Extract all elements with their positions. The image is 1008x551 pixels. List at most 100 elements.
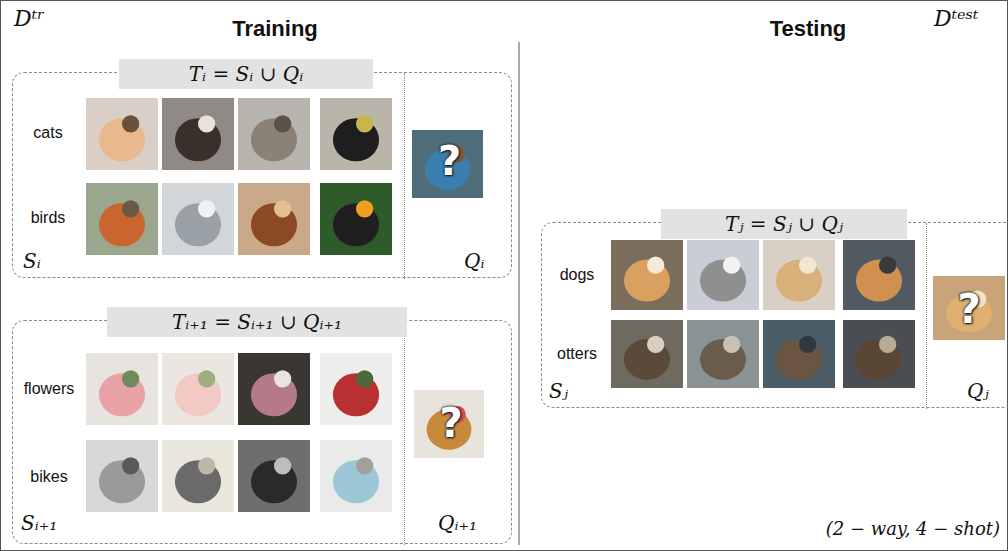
task-band: Tᵢ₊₁ = Sᵢ₊₁ ∪ Qᵢ₊₁ xyxy=(107,307,407,337)
photo-thumbnail xyxy=(238,440,310,512)
query-mark: ? xyxy=(414,137,485,185)
photo-ground xyxy=(933,276,1005,340)
photo-thumbnail xyxy=(763,240,835,310)
photo-detail xyxy=(799,257,816,274)
photo-detail xyxy=(647,257,664,274)
class-label: flowers xyxy=(15,379,83,398)
class-label: dogs xyxy=(547,265,607,284)
photo-thumbnail xyxy=(86,353,158,425)
photo-detail xyxy=(198,200,215,217)
photo-ground xyxy=(238,98,310,170)
photo-detail xyxy=(274,457,291,474)
class-label: cats xyxy=(15,123,81,142)
photo-detail xyxy=(356,370,373,387)
dataset-label: Dᵗʳ xyxy=(14,6,84,32)
photo-detail xyxy=(723,336,740,353)
photo-ground xyxy=(238,183,310,255)
class-label: otters xyxy=(547,344,607,363)
photo-detail xyxy=(122,200,139,217)
panel: ? Qⱼ Tⱼ = Sⱼ ∪ Qⱼ dogs ottersSⱼ Testing Dᵗᵉˢᵗ (… xyxy=(519,0,1008,551)
set-label: Sⱼ xyxy=(549,379,589,403)
query-region: ?Qᵢ₊₁ xyxy=(404,321,508,545)
photo-detail xyxy=(274,200,291,217)
dataset-label: Dᵗᵉˢᵗ xyxy=(934,6,1004,32)
photo-detail xyxy=(356,200,373,217)
photo-ground xyxy=(320,353,392,425)
photo-detail xyxy=(198,370,215,387)
photo-detail xyxy=(879,257,896,274)
task-band: Tⱼ = Sⱼ ∪ Qⱼ xyxy=(661,209,907,239)
photo-ground xyxy=(320,183,392,255)
panel: ? Qᵢ Tᵢ = Sᵢ ∪ Qᵢ cats birdsSᵢ ?Qᵢ₊₁Tᵢ₊₁ = Sᵢ… xyxy=(0,0,519,551)
photo-thumbnail xyxy=(320,183,392,255)
photo-group xyxy=(86,98,1005,512)
class-label: bikes xyxy=(15,467,83,486)
photo-detail xyxy=(122,370,139,387)
set-label: Qᵢ xyxy=(464,249,504,273)
photo-ground xyxy=(86,353,158,425)
photo-detail xyxy=(879,336,896,353)
photo-thumbnail xyxy=(238,353,310,425)
photo-detail xyxy=(799,336,816,353)
photo-ground xyxy=(162,98,234,170)
photo-ground xyxy=(687,320,759,388)
divider-line xyxy=(519,42,520,545)
photo-thumbnail xyxy=(238,98,310,170)
photo-thumbnail xyxy=(611,240,683,310)
photo-thumbnail xyxy=(238,183,310,255)
photo-ground xyxy=(843,240,915,310)
photo-ground xyxy=(611,240,683,310)
query-mark: ? xyxy=(935,285,1003,333)
photo-detail xyxy=(274,115,291,132)
task-band: Tᵢ = Sᵢ ∪ Qᵢ xyxy=(119,59,373,89)
photo-thumbnail xyxy=(763,320,835,388)
photo-detail xyxy=(198,457,215,474)
photo-ground xyxy=(238,353,310,425)
photo-ground xyxy=(162,183,234,255)
photo-thumbnail xyxy=(162,98,234,170)
photo-detail xyxy=(198,115,215,132)
query-region: ? Qᵢ xyxy=(404,73,508,279)
set-label: Sᵢ₊₁ xyxy=(21,511,81,535)
photo-ground xyxy=(238,440,310,512)
photo-thumbnail xyxy=(933,276,1005,340)
photo-detail xyxy=(122,457,139,474)
photo-ground xyxy=(763,320,835,388)
class-label: birds xyxy=(15,208,81,227)
photo-thumbnail xyxy=(162,183,234,255)
set-label: Sᵢ xyxy=(23,249,63,273)
photo-thumbnail xyxy=(843,240,915,310)
photo-thumbnail xyxy=(611,320,683,388)
photo-detail xyxy=(356,457,373,474)
photo-ground xyxy=(162,440,234,512)
photo-thumbnail xyxy=(162,353,234,425)
set-label: Qⱼ xyxy=(967,379,1005,403)
photo-ground xyxy=(162,353,234,425)
photo-ground xyxy=(86,183,158,255)
photo-detail xyxy=(723,257,740,274)
photo-detail xyxy=(356,115,373,132)
photo-ground xyxy=(843,320,915,388)
photo-thumbnail xyxy=(320,98,392,170)
photo-thumbnail xyxy=(86,98,158,170)
photo-thumbnail xyxy=(843,320,915,388)
photo-thumbnail xyxy=(687,320,759,388)
setting-note: (2 − way, 4 − shot) xyxy=(790,518,1000,540)
panel-title: Testing xyxy=(735,16,881,42)
query-region: ? Qⱼ xyxy=(926,223,1008,409)
photo-detail xyxy=(647,336,664,353)
photo-ground xyxy=(320,98,392,170)
photo-thumbnail xyxy=(86,440,158,512)
photo-thumbnail xyxy=(687,240,759,310)
photo-ground xyxy=(86,440,158,512)
photo-ground xyxy=(687,240,759,310)
photo-ground xyxy=(320,440,392,512)
photo-ground xyxy=(763,240,835,310)
task-box: ?Qᵢ₊₁Tᵢ₊₁ = Sᵢ₊₁ ∪ Qᵢ₊₁flowersbikesSᵢ₊₁ xyxy=(12,320,512,544)
photo-thumbnail xyxy=(86,183,158,255)
task-box: ?QⱼTⱼ = Sⱼ ∪ QⱼdogsottersSⱼ xyxy=(541,222,1008,408)
set-label: Qᵢ₊₁ xyxy=(438,511,504,535)
photo-thumbnail xyxy=(320,440,392,512)
